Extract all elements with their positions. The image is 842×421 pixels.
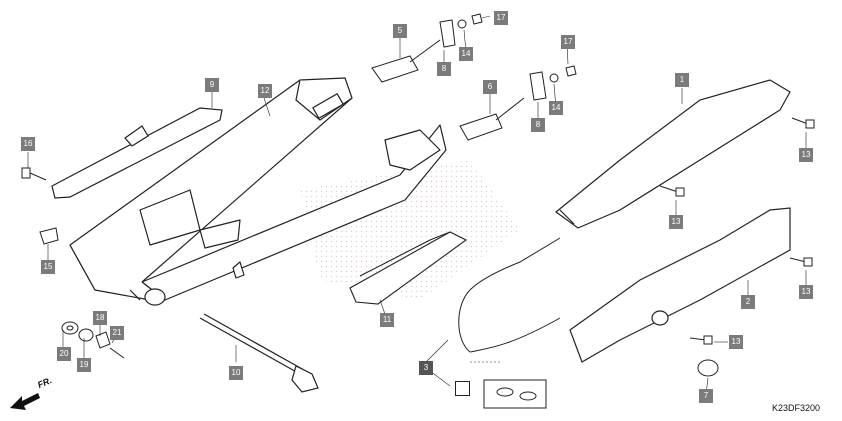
- callout-2[interactable]: 2: [741, 295, 755, 309]
- drive-chain: [458, 237, 561, 409]
- chain-rail: [51, 107, 223, 199]
- callout-13-a[interactable]: 13: [799, 148, 813, 162]
- callout-20[interactable]: 20: [57, 347, 71, 361]
- chain-case-lower: [569, 207, 791, 363]
- callout-7[interactable]: 7: [699, 389, 713, 403]
- callout-17-lower[interactable]: 17: [561, 35, 575, 49]
- callout-9[interactable]: 9: [205, 78, 219, 92]
- cap-7: [697, 359, 719, 377]
- callout-13-d[interactable]: 13: [729, 335, 743, 349]
- callout-3[interactable]: 3: [419, 361, 433, 375]
- chain-adjuster-5: [371, 13, 483, 83]
- callout-19[interactable]: 19: [77, 358, 91, 372]
- callout-17-upper[interactable]: 17: [494, 11, 508, 25]
- chain-case-upper: [555, 79, 791, 229]
- bolts-13: [659, 117, 815, 345]
- pivot-bolt: [199, 313, 319, 393]
- callout-15[interactable]: 15: [41, 260, 55, 274]
- callout-18[interactable]: 18: [93, 311, 107, 325]
- diagram-code: K23DF3200: [771, 403, 820, 413]
- callout-13-b[interactable]: 13: [669, 215, 683, 229]
- callout-14-upper[interactable]: 14: [459, 47, 473, 61]
- callout-21[interactable]: 21: [110, 326, 124, 340]
- callout-14-lower[interactable]: 14: [549, 101, 563, 115]
- cap-15: [39, 227, 59, 245]
- chain-adjuster-6: [459, 65, 577, 141]
- callout-4[interactable]: [455, 381, 470, 396]
- callout-12[interactable]: 12: [258, 84, 272, 98]
- callout-13-c[interactable]: 13: [799, 285, 813, 299]
- callout-5[interactable]: 5: [393, 24, 407, 38]
- callout-11[interactable]: 11: [380, 313, 394, 327]
- callout-16[interactable]: 16: [21, 137, 35, 151]
- callout-6[interactable]: 6: [483, 80, 497, 94]
- callout-1[interactable]: 1: [675, 73, 689, 87]
- callout-8-upper[interactable]: 8: [437, 62, 451, 76]
- front-direction-arrow-icon: [10, 393, 40, 410]
- small-hardware: [61, 321, 125, 359]
- swingarm: [69, 77, 447, 306]
- callout-8-lower[interactable]: 8: [531, 118, 545, 132]
- chain-slider: [349, 231, 468, 305]
- callout-10[interactable]: 10: [229, 366, 243, 380]
- bolt-16: [21, 167, 47, 181]
